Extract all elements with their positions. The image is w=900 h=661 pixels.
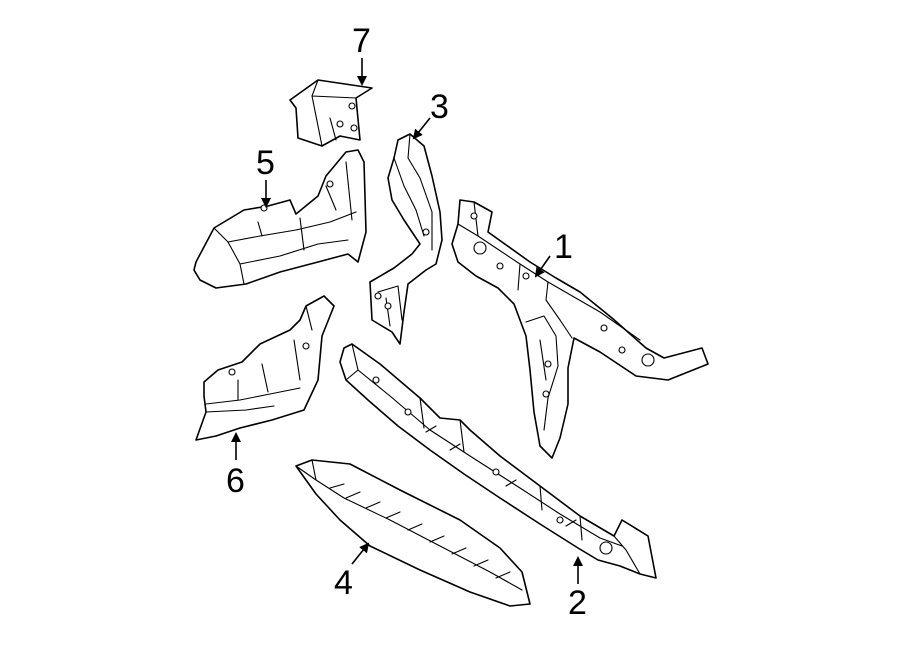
leader-3 bbox=[412, 117, 431, 140]
callout-6: 6 bbox=[226, 462, 245, 500]
callout-1: 1 bbox=[554, 228, 573, 266]
callout-5: 5 bbox=[256, 144, 275, 182]
callout-7: 7 bbox=[352, 22, 371, 60]
callout-3: 3 bbox=[430, 88, 449, 126]
part-2-lower-tie-bar bbox=[339, 343, 657, 579]
leader-4 bbox=[351, 542, 370, 565]
leader-lines bbox=[231, 58, 583, 584]
part-4-lower-shield bbox=[295, 459, 531, 607]
part-5-deflector bbox=[193, 149, 367, 289]
callout-4: 4 bbox=[334, 564, 353, 602]
part-6-deflector bbox=[195, 295, 335, 441]
part-1-tie-bar bbox=[451, 199, 709, 459]
part-7-bracket bbox=[289, 79, 373, 147]
callout-2: 2 bbox=[568, 584, 587, 622]
part-3-side-support bbox=[369, 133, 443, 345]
callout-labels: 1 2 3 4 5 6 7 bbox=[226, 22, 587, 622]
leader-1 bbox=[534, 255, 551, 278]
